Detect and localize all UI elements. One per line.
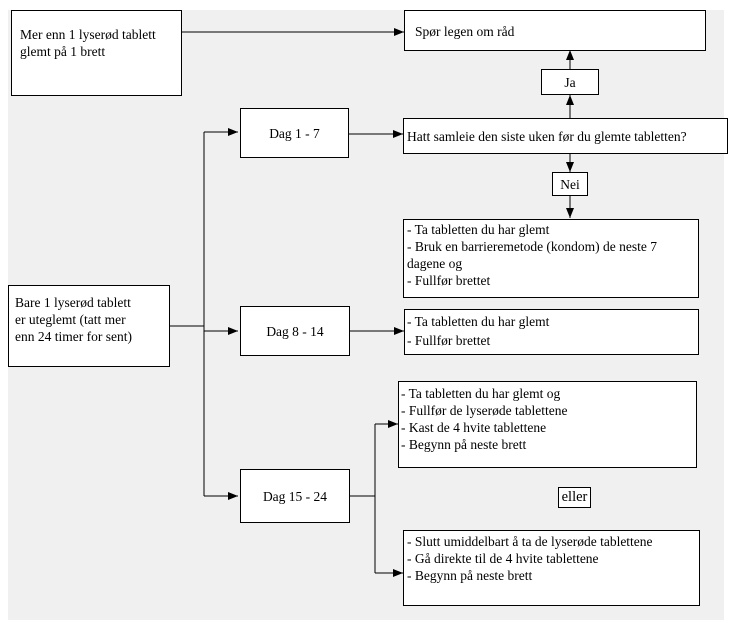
day-8-14-label: Dag 8 - 14: [266, 323, 324, 339]
day-1-7-box: Dag 1 - 7: [240, 108, 349, 158]
more-than-one-box: Mer enn 1 lyserød tablett glemt på 1 bre…: [11, 10, 182, 96]
instruction-line: - Gå direkte til de 4 hvite tablettene: [407, 551, 599, 566]
instructions-day-1-7: - Ta tabletten du har glemt - Bruk en ba…: [403, 219, 699, 298]
box-line: enn 24 timer for sent): [15, 329, 132, 344]
instruction-line: - Fullfør de lyserøde tablettene: [401, 403, 568, 418]
question-text: Hatt samleie den siste uken før du glemt…: [407, 129, 687, 144]
instruction-line: - Bruk en barrieremetode (kondom) de nes…: [407, 239, 658, 254]
or-label: eller: [561, 489, 588, 505]
yes-label-box: Ja: [541, 69, 599, 95]
instructions-day-15-24-option-b: - Slutt umiddelbart å ta de lyserøde tab…: [403, 530, 700, 606]
instruction-line: dagene og: [407, 256, 463, 271]
box-line: Bare 1 lyserød tablett: [15, 295, 131, 310]
instructions-day-8-14: - Ta tabletten du har glemt - Fullfør br…: [404, 309, 699, 355]
or-label-box: eller: [558, 487, 591, 508]
instruction-line: - Begynn på neste brett: [407, 568, 533, 583]
instructions-day-15-24-option-a: - Ta tabletten du har glemt og - Fullfør…: [398, 381, 697, 468]
no-label-box: Nei: [552, 172, 588, 196]
one-forgotten-box: Bare 1 lyserød tablett er uteglemt (tatt…: [8, 285, 170, 367]
day-15-24-box: Dag 15 - 24: [240, 469, 350, 523]
instruction-line: - Ta tabletten du har glemt: [407, 222, 550, 237]
box-line: Mer enn 1 lyserød tablett: [20, 27, 156, 42]
instruction-line: - Kast de 4 hvite tablettene: [401, 420, 547, 435]
ask-doctor-box: Spør legen om råd: [404, 10, 706, 51]
box-text: Spør legen om råd: [415, 24, 515, 39]
instruction-line: - Fullfør brettet: [407, 273, 491, 288]
instruction-line: - Slutt umiddelbart å ta de lyserøde tab…: [407, 534, 653, 549]
instruction-line: - Ta tabletten du har glemt og: [401, 386, 561, 401]
instruction-line: - Fullfør brettet: [407, 333, 491, 348]
no-label: Nei: [560, 176, 580, 192]
day-1-7-label: Dag 1 - 7: [269, 125, 320, 141]
yes-label: Ja: [564, 74, 576, 90]
instruction-line: - Ta tabletten du har glemt: [407, 314, 550, 329]
box-line: glemt på 1 brett: [20, 44, 106, 59]
day-8-14-box: Dag 8 - 14: [240, 306, 350, 356]
box-line: er uteglemt (tatt mer: [15, 312, 126, 327]
day-15-24-label: Dag 15 - 24: [262, 488, 328, 504]
question-box: Hatt samleie den siste uken før du glemt…: [403, 118, 728, 154]
instruction-line: - Begynn på neste brett: [401, 437, 527, 452]
